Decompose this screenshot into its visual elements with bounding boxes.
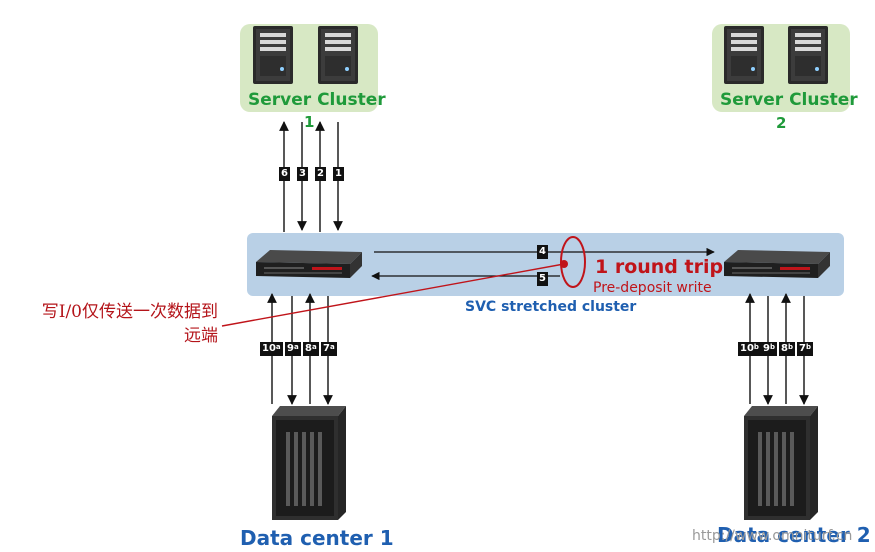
step-tag-5: 5 bbox=[537, 272, 548, 286]
svc-node-1-device-icon bbox=[256, 250, 362, 278]
server-cluster-1-number: 1 bbox=[304, 113, 315, 131]
step-tag-9b: 9b bbox=[761, 342, 777, 356]
step-tag-3: 3 bbox=[297, 167, 308, 181]
server-tower-icon bbox=[788, 26, 828, 84]
server-tower-icon bbox=[253, 26, 293, 84]
data-center-2-label: Data center 2 bbox=[717, 523, 871, 547]
server-cluster-1-label: Server Cluster bbox=[248, 90, 386, 110]
data-center-2-rack-icon bbox=[744, 406, 818, 520]
step-tag-8b: 8b bbox=[779, 342, 795, 356]
server-cluster-2-label: Server Cluster bbox=[720, 90, 858, 110]
write-io-note: 写I/0仅传送一次数据到 远端 bbox=[0, 300, 218, 348]
step-tag-4: 4 bbox=[537, 245, 548, 259]
write-io-note-line-1: 写I/0仅传送一次数据到 bbox=[41, 302, 218, 322]
step-tag-7a: 7a bbox=[321, 342, 337, 356]
note-pointer-dot bbox=[560, 260, 568, 268]
step-tag-1: 1 bbox=[333, 167, 344, 181]
server-tower-icon bbox=[724, 26, 764, 84]
svc-node-2-device-icon bbox=[724, 250, 830, 278]
step-tag-7b: 7b bbox=[797, 342, 813, 356]
watermark-url: http://www.omniturf.cn bbox=[692, 528, 853, 544]
step-tag-8a: 8a bbox=[303, 342, 319, 356]
data-center-1-rack-icon bbox=[272, 406, 346, 520]
note-pointer-line bbox=[221, 263, 565, 327]
server-tower-icon bbox=[318, 26, 358, 84]
step-tag-10b: 10b bbox=[738, 342, 761, 356]
step-tag-10a: 10a bbox=[260, 342, 283, 356]
round-trip-title: 1 round trip bbox=[595, 256, 724, 278]
svc-stretched-cluster-label: SVC stretched cluster bbox=[465, 299, 637, 315]
step-tag-9a: 9a bbox=[285, 342, 301, 356]
data-center-1-label: Data center 1 bbox=[240, 526, 394, 550]
step-tag-2: 2 bbox=[315, 167, 326, 181]
step-tag-6: 6 bbox=[279, 167, 290, 181]
round-trip-subtitle: Pre-deposit write bbox=[593, 280, 712, 296]
write-io-note-line-2: 远端 bbox=[184, 326, 218, 346]
server-cluster-2-number: 2 bbox=[776, 114, 787, 132]
